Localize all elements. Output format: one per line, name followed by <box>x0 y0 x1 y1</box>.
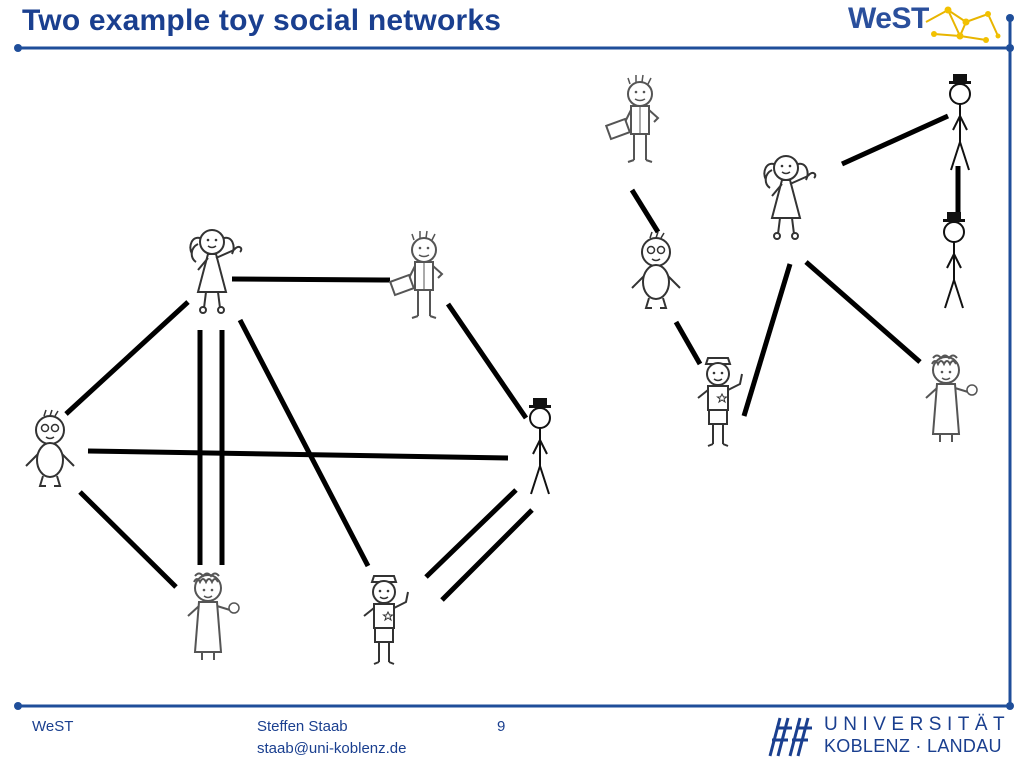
west-logo: WeST <box>848 0 1008 52</box>
university-name-line2: KOBLENZ · LANDAU <box>824 736 1002 756</box>
page-number: 9 <box>497 718 506 735</box>
edge-girl-curly <box>804 260 922 364</box>
girl-pigtails-icon <box>763 155 817 240</box>
university-name-line1: UNIVERSITÄT <box>824 714 1011 735</box>
edge-tophat-police-a <box>424 488 518 579</box>
edge-girl-tophat-top <box>840 113 950 167</box>
top-hat-stick-figure-icon <box>942 211 966 309</box>
girl-pigtails-icon <box>189 229 243 314</box>
edge-businessman-kid <box>629 188 661 234</box>
top-hat-stick-figure-icon <box>528 397 552 495</box>
chubby-kid-icon <box>25 409 75 487</box>
edge-girl-businessman <box>231 276 391 283</box>
header-rule-dot-left <box>14 44 22 52</box>
police-officer-icon <box>697 357 743 447</box>
businessman-briefcase-icon <box>605 74 659 163</box>
curly-girl-icon <box>925 354 978 443</box>
edge-kid-curly <box>78 490 178 589</box>
edge-kid-police <box>673 320 703 366</box>
network2-edges <box>629 113 961 417</box>
top-hat-stick-figure-icon <box>948 73 972 171</box>
edge-tophat-police-b <box>440 508 534 602</box>
footer-author: Steffen Staab <box>257 718 348 735</box>
university-logo: UNIVERSITÄT KOBLENZ · LANDAU <box>766 712 1006 762</box>
footer-west: WeST <box>32 718 74 735</box>
network1-edges <box>64 276 534 602</box>
edge-kid-tophat <box>87 448 509 461</box>
footer-rule-dot-right <box>1006 702 1014 710</box>
edge-police-girl <box>741 263 793 417</box>
footer-rule-dot-left <box>14 702 22 710</box>
police-officer-icon <box>363 575 409 665</box>
slide-title: Two example toy social networks <box>22 4 502 37</box>
west-logo-text: WeST <box>848 2 929 35</box>
footer-email: staab@uni-koblenz.de <box>257 740 407 757</box>
edge-girl-kid <box>64 300 190 416</box>
chubby-kid-icon <box>631 231 681 309</box>
west-star-network-icon <box>925 6 1001 43</box>
university-emblem-icon <box>768 717 812 757</box>
curly-girl-icon <box>187 572 240 661</box>
edge-businessman-tophat <box>445 302 529 420</box>
businessman-briefcase-icon <box>389 230 443 319</box>
edge-girl-police <box>237 318 371 568</box>
right-rule-dot-top <box>1006 14 1014 22</box>
